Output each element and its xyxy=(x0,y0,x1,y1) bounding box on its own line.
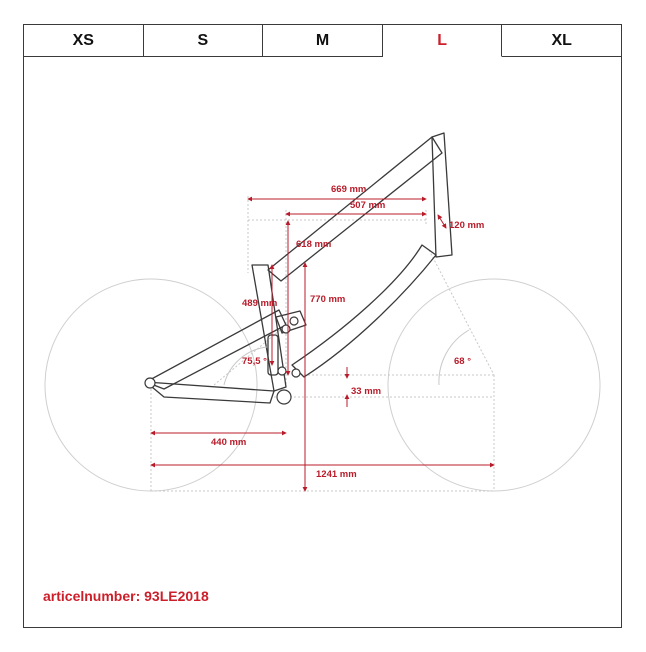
tab-size-xs[interactable]: XS xyxy=(24,25,144,56)
label-reach-total: 669 mm xyxy=(331,184,366,195)
label-wheelbase: 1241 mm xyxy=(316,469,357,480)
geometry-panel: XS S M L XL xyxy=(23,24,622,628)
label-head-angle: 68 ° xyxy=(454,356,471,367)
tab-size-s[interactable]: S xyxy=(144,25,264,56)
tab-size-m[interactable]: M xyxy=(263,25,383,56)
label-chainstay: 440 mm xyxy=(211,437,246,448)
bike-geometry-diagram: 669 mm 507 mm 120 mm 618 mm 489 mm 770 m… xyxy=(44,132,601,492)
size-tabs: XS S M L XL xyxy=(24,25,621,57)
label-seat-tube: 489 mm xyxy=(242,298,277,309)
label-bb-drop: 33 mm xyxy=(351,386,381,397)
angle-arcs xyxy=(223,329,470,386)
tab-size-xl[interactable]: XL xyxy=(551,31,572,49)
tab-size-l[interactable]: L xyxy=(382,25,503,57)
article-number: articelnumber: 93LE2018 xyxy=(43,588,209,604)
bike-frame xyxy=(145,132,453,404)
label-seat-angle: 75,5 ° xyxy=(242,356,267,367)
dimension-lines xyxy=(150,196,495,492)
label-head-tube: 120 mm xyxy=(449,220,484,231)
front-wheel xyxy=(387,278,601,492)
label-stack: 618 mm xyxy=(296,239,331,250)
label-reach: 507 mm xyxy=(350,200,385,211)
label-seat-height: 770 mm xyxy=(310,294,345,305)
